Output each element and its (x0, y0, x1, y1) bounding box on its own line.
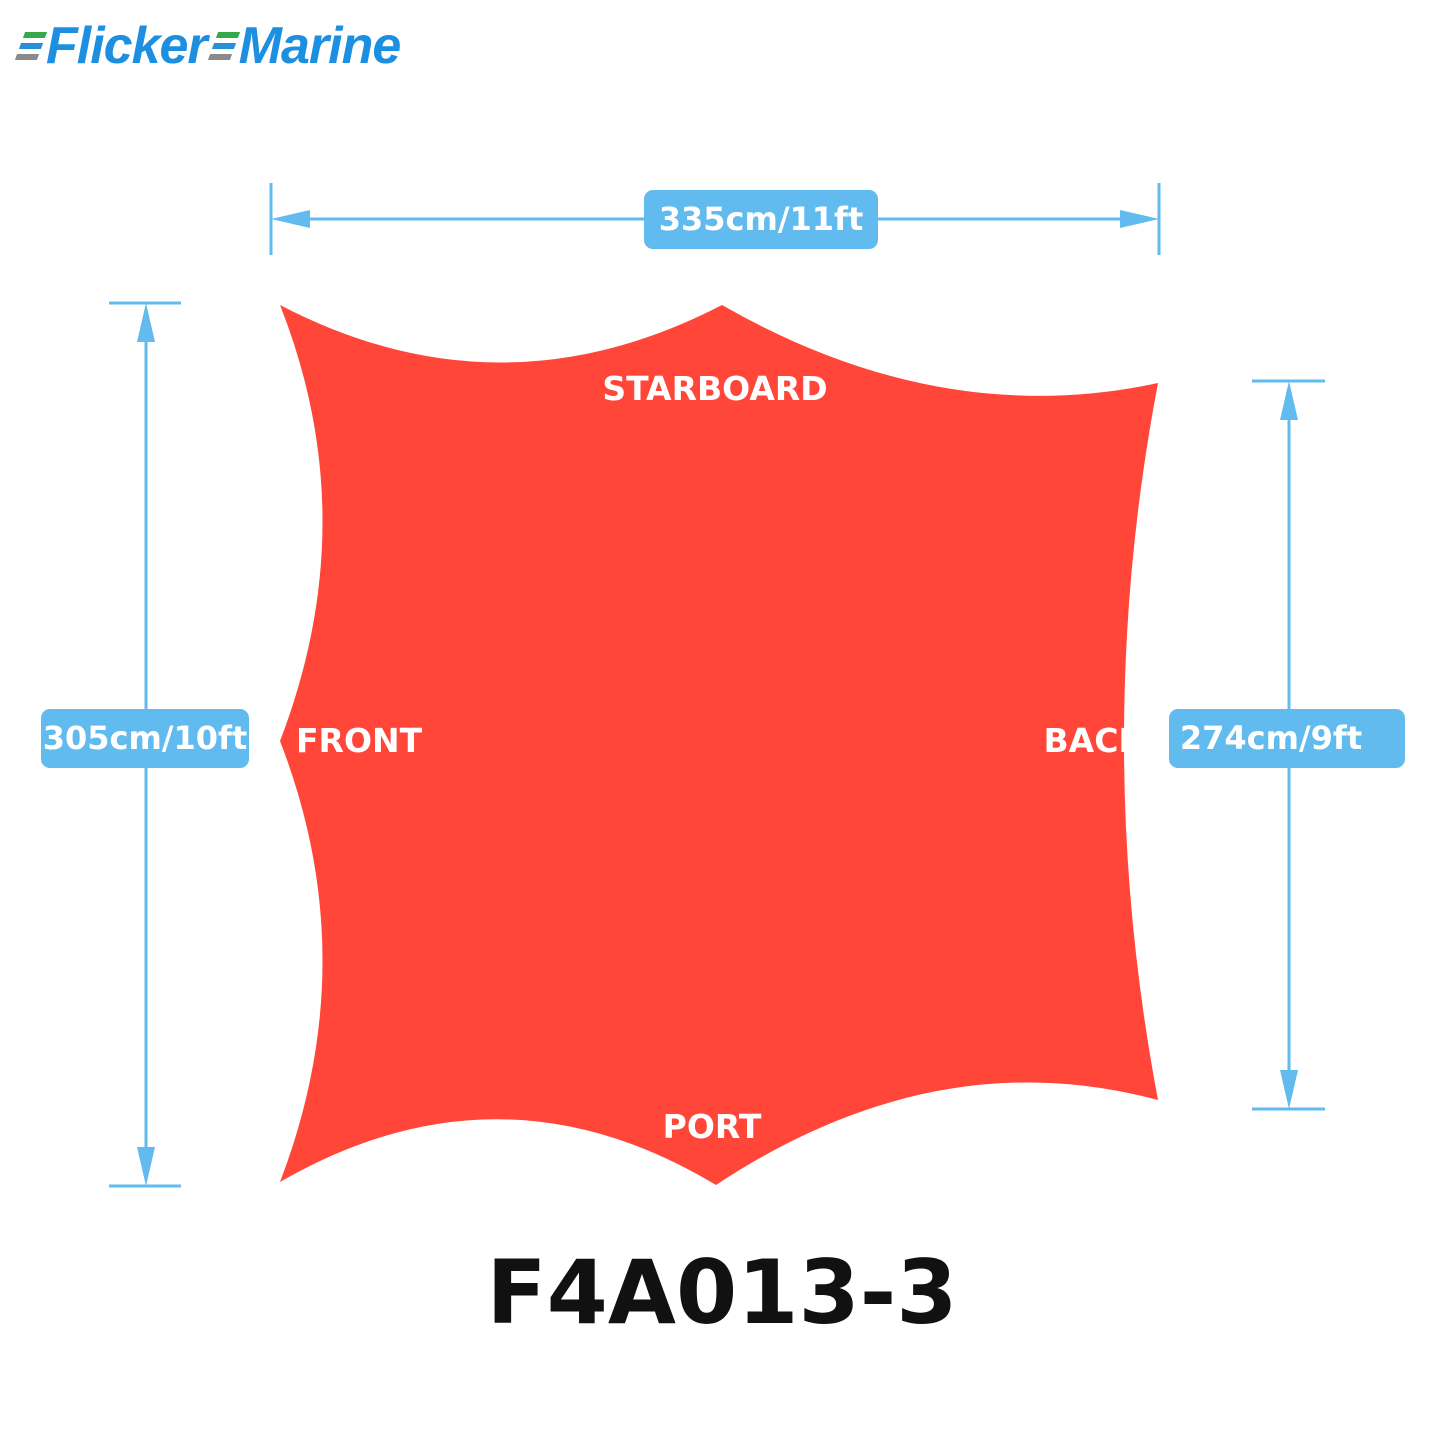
arrow-up-icon (1280, 381, 1298, 420)
side-label-port: PORT (663, 1107, 762, 1146)
width-badge (644, 190, 878, 249)
brand-name-marine: Marine (238, 17, 402, 75)
arrow-up-icon (137, 303, 155, 342)
left-height-dimension: 305cm/10ft (41, 301, 249, 1188)
arrow-down-icon (137, 1147, 155, 1186)
brand-logo: Flicker Marine (14, 14, 402, 78)
left-height-label: 305cm/10ft (43, 719, 248, 757)
width-dimension: 335cm/11ft (269, 183, 1161, 255)
side-label-front: FRONT (296, 721, 423, 760)
arrow-left-icon (271, 210, 310, 228)
boat-cover-shape (280, 305, 1158, 1185)
left-height-badge (41, 709, 249, 768)
arrow-down-icon (1280, 1070, 1298, 1109)
right-height-badge (1169, 709, 1405, 768)
arrow-right-icon (1120, 210, 1159, 228)
side-label-back: BACK (1044, 721, 1146, 760)
side-label-starboard: STARBOARD (602, 369, 827, 408)
right-height-label: 274cm/9ft (1180, 719, 1362, 757)
width-label: 335cm/11ft (659, 200, 864, 238)
brand-name-flicker: Flicker (46, 17, 208, 75)
model-code: F4A013-3 (487, 1241, 958, 1344)
right-height-dimension: 274cm/9ft (1169, 379, 1405, 1111)
